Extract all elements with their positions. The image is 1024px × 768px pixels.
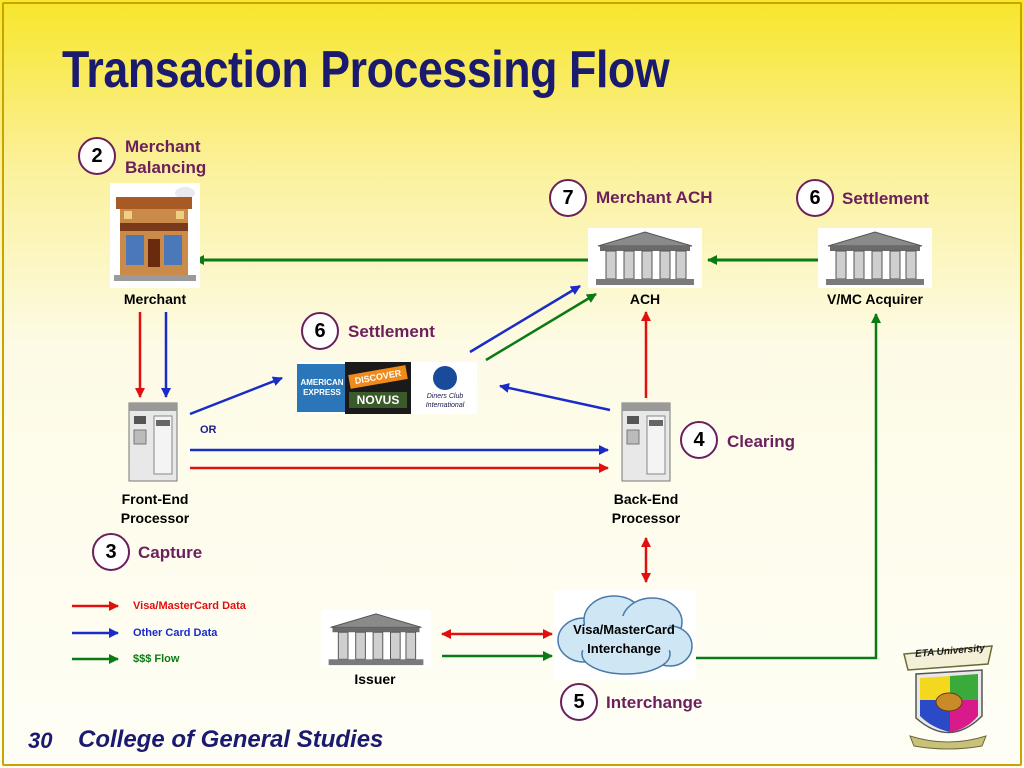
step-label-interchange: Interchange xyxy=(606,693,703,712)
interchange-line2: Interchange xyxy=(587,641,661,656)
step-label-settlement-cards: Settlement xyxy=(348,322,435,341)
bank-icon-acquirer xyxy=(818,228,932,288)
eta-university-logo xyxy=(903,645,993,750)
step-number-3: 3 xyxy=(92,533,130,571)
step-number-6-cards: 6 xyxy=(301,312,339,350)
legend-other-card: Other Card Data xyxy=(133,627,218,639)
back-end-line1: Back-End xyxy=(613,491,679,507)
step-label-clearing: Clearing xyxy=(727,432,796,451)
arrow-frontend-to-cards xyxy=(189,376,283,416)
back-end-line2: Processor xyxy=(611,510,681,526)
interchange-line1: Visa/MasterCard xyxy=(573,622,675,637)
amex-line2: EXPRESS xyxy=(303,388,341,397)
step-label-merchant-balancing: Merchant Balancing xyxy=(125,136,206,178)
diners-line1: Diners Club xyxy=(426,393,464,400)
diners-logo: Diners Club International xyxy=(413,364,477,412)
front-end-line1: Front-End xyxy=(121,491,189,507)
step-label-capture: Capture xyxy=(138,543,203,562)
cloud-icon-interchange xyxy=(554,590,696,680)
diners-line2: International xyxy=(425,402,465,409)
bank-icon-ach xyxy=(588,228,702,288)
arrow-ach-to-cards-green xyxy=(485,292,597,362)
arrow-cards-to-ach-blue xyxy=(469,284,581,354)
node-front-end-processor: Front-End Processor xyxy=(100,490,210,528)
step-number-4: 4 xyxy=(680,421,718,459)
node-acquirer: V/MC Acquirer xyxy=(827,291,923,307)
front-end-line2: Processor xyxy=(120,510,190,526)
processor-icon-front-end xyxy=(128,402,178,482)
bank-icon-issuer xyxy=(320,610,432,668)
step-number-2: 2 xyxy=(78,137,116,175)
arrow-interchange-to-acquirer xyxy=(694,313,881,660)
processor-icon-back-end xyxy=(621,402,671,482)
or-label: OR xyxy=(200,424,217,436)
discover-novus-logo: DISCOVER NOVUS xyxy=(345,362,411,414)
node-merchant: Merchant xyxy=(123,291,187,307)
node-back-end-processor: Back-End Processor xyxy=(591,490,701,528)
step-number-6-acquirer: 6 xyxy=(796,179,834,217)
footer-college-name: College of General Studies xyxy=(78,726,384,753)
merchant-balancing-line1: Merchant xyxy=(125,137,201,156)
legend-visa-mastercard: Visa/MasterCard Data xyxy=(133,600,246,612)
arrow-backend-to-cards xyxy=(499,383,611,412)
step-number-7: 7 xyxy=(549,179,587,217)
node-issuer: Issuer xyxy=(354,671,396,687)
legend-money-flow: $$$ Flow xyxy=(133,653,180,665)
step-label-settlement-acquirer: Settlement xyxy=(842,189,929,208)
storefront-icon xyxy=(110,183,200,288)
step-number-5: 5 xyxy=(560,683,598,721)
novus-text: NOVUS xyxy=(349,392,407,408)
slide-title: Transaction Processing Flow xyxy=(62,41,670,99)
amex-line1: AMERICAN xyxy=(300,378,344,387)
card-logos: AMERICAN EXPRESS DISCOVER NOVUS Diners C… xyxy=(297,362,477,414)
discover-text: DISCOVER xyxy=(348,365,408,389)
merchant-balancing-line2: Balancing xyxy=(125,158,207,177)
amex-logo: AMERICAN EXPRESS xyxy=(297,364,347,412)
page-number: 30 xyxy=(28,728,53,753)
node-interchange: Visa/MasterCard Interchange xyxy=(554,620,694,658)
step-label-merchant-ach: Merchant ACH xyxy=(596,188,713,207)
node-ach: ACH xyxy=(629,291,661,307)
